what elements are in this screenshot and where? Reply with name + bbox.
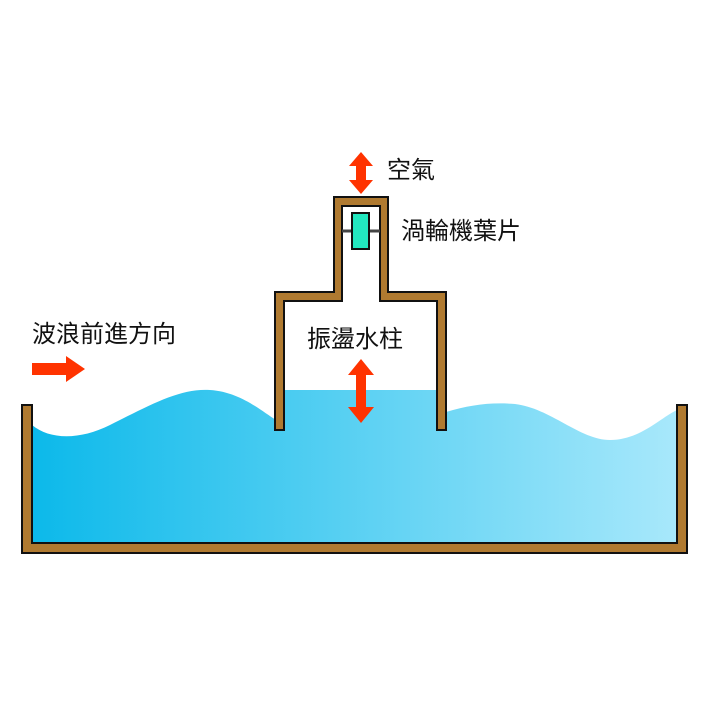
turbine-blade-label: 渦輪機葉片 (401, 217, 521, 245)
wave-direction-label: 波浪前進方向 (32, 320, 176, 348)
water-column-double-arrow-icon (348, 359, 374, 423)
air-chamber-wall (274, 196, 447, 431)
water (32, 389, 677, 543)
air-label: 空氣 (387, 156, 435, 184)
turbine-blade-icon (351, 212, 370, 250)
wave-direction-arrow-icon (32, 356, 85, 382)
oscillating-water-column-label: 振盪水柱 (307, 325, 403, 353)
air-double-arrow-icon (349, 152, 373, 194)
basin-wall (21, 404, 688, 554)
